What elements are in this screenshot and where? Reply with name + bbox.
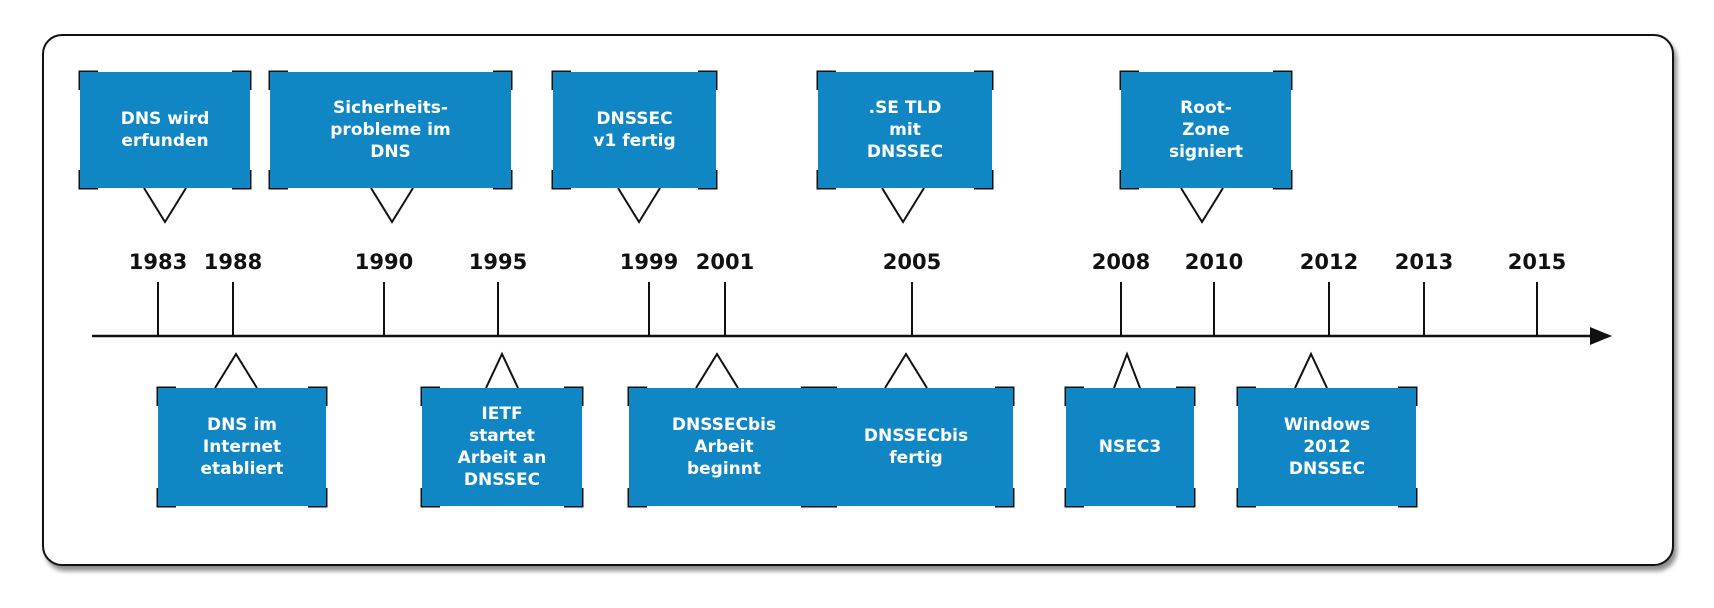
corner-bracket bbox=[232, 170, 252, 190]
corner-bracket bbox=[1176, 488, 1196, 508]
pointer-up-icon bbox=[695, 352, 739, 389]
year-label: 2015 bbox=[1507, 250, 1567, 274]
pointer-up-icon bbox=[1113, 351, 1141, 389]
year-label: 2001 bbox=[695, 250, 755, 274]
corner-bracket bbox=[308, 488, 328, 508]
pointer-down-icon bbox=[143, 187, 187, 224]
corner-bracket bbox=[1273, 170, 1293, 190]
pointer-up-icon bbox=[214, 352, 258, 389]
pointer-down-icon bbox=[1180, 187, 1224, 224]
year-label: 2008 bbox=[1091, 250, 1151, 274]
year-label: 1983 bbox=[128, 250, 188, 274]
year-label: 2012 bbox=[1299, 250, 1359, 274]
event-box-dnssec-v1: DNSSEC v1 fertig bbox=[553, 72, 716, 188]
year-label: 1990 bbox=[354, 250, 414, 274]
event-box-dnssecbis-done: DNSSECbis fertig bbox=[819, 388, 1013, 506]
event-box-root-zone: Root- Zone signiert bbox=[1121, 72, 1291, 188]
pointer-down-icon bbox=[881, 187, 925, 224]
corner-bracket bbox=[1398, 488, 1418, 508]
corner-bracket bbox=[564, 488, 584, 508]
timeline-arrowhead bbox=[1590, 327, 1612, 345]
pointer-down-icon bbox=[370, 187, 414, 224]
pointer-down-icon bbox=[617, 187, 661, 224]
corner-bracket bbox=[974, 170, 994, 190]
event-box-se-tld: .SE TLD mit DNSSEC bbox=[818, 72, 992, 188]
year-ticks bbox=[157, 282, 1538, 336]
event-box-dns-established: DNS im Internet etabliert bbox=[158, 388, 326, 506]
event-box-dns-invented: DNS wird erfunden bbox=[80, 72, 250, 188]
pointer-up-icon bbox=[884, 352, 928, 389]
pointer-up-icon bbox=[1294, 351, 1328, 389]
year-label: 1999 bbox=[619, 250, 679, 274]
event-box-nsec3: NSEC3 bbox=[1066, 388, 1194, 506]
corner-bracket bbox=[698, 170, 718, 190]
corner-bracket bbox=[995, 488, 1015, 508]
event-box-dnssecbis-start: DNSSECbis Arbeit beginnt bbox=[629, 388, 819, 506]
event-box-security-problems: Sicherheits- probleme im DNS bbox=[270, 72, 511, 188]
corner-bracket bbox=[493, 170, 513, 190]
pointer-up-icon bbox=[485, 351, 519, 389]
event-connectors bbox=[143, 187, 1328, 389]
year-label: 2013 bbox=[1394, 250, 1454, 274]
year-label: 2010 bbox=[1184, 250, 1244, 274]
year-label: 2005 bbox=[882, 250, 942, 274]
year-label: 1988 bbox=[203, 250, 263, 274]
event-box-ietf-start: IETF startet Arbeit an DNSSEC bbox=[422, 388, 582, 506]
year-label: 1995 bbox=[468, 250, 528, 274]
event-box-windows-2012: Windows 2012 DNSSEC bbox=[1238, 388, 1416, 506]
